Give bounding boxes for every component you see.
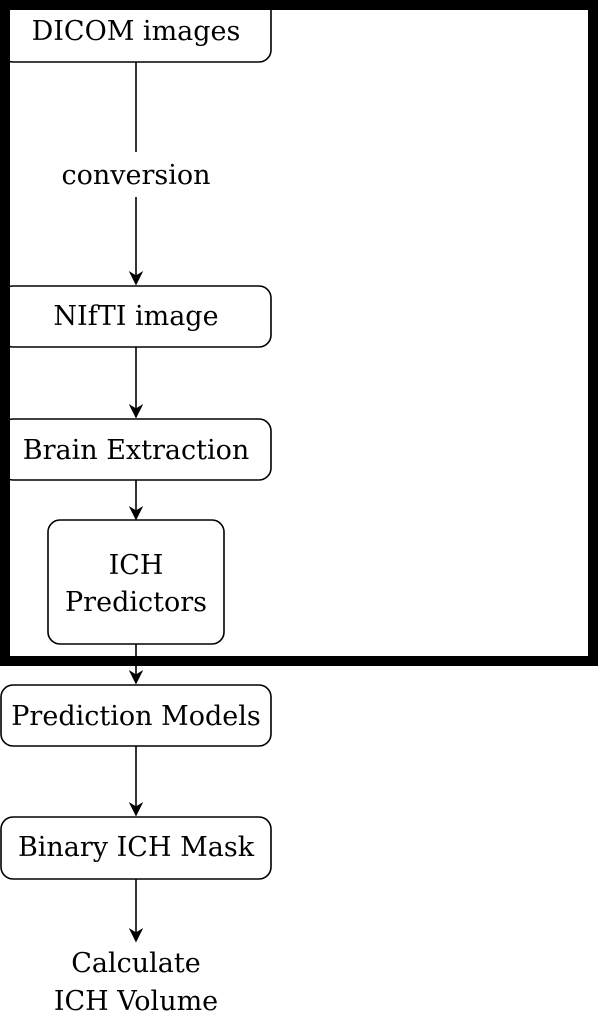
node-binary-ich-mask: Binary ICH Mask xyxy=(0,816,272,880)
node-nifti-image-label: NIfTI image xyxy=(53,301,218,332)
node-ich-predictors: ICH Predictors xyxy=(47,519,225,645)
node-calculate-ich-volume-label-line-2: ICH Volume xyxy=(54,986,218,1017)
node-calculate-ich-volume: Calculate ICH Volume xyxy=(54,948,218,1017)
node-nifti-image: NIfTI image xyxy=(0,285,272,348)
node-dicom-images: DICOM images xyxy=(0,0,272,63)
node-brain-extraction: Brain Extraction xyxy=(0,418,272,481)
node-prediction-models: Prediction Models xyxy=(0,684,272,747)
node-calculate-ich-volume-label-line-1: Calculate xyxy=(71,948,200,979)
node-brain-extraction-label: Brain Extraction xyxy=(23,435,250,466)
node-ich-predictors-label-line-1: ICH xyxy=(109,550,164,581)
node-dicom-images-label: DICOM images xyxy=(32,16,241,47)
conversion-label: conversion xyxy=(61,160,210,191)
frame-top-edge xyxy=(0,0,598,10)
node-prediction-models-label: Prediction Models xyxy=(11,701,260,732)
node-ich-predictors-label-line-2: Predictors xyxy=(65,587,207,618)
node-binary-ich-mask-label: Binary ICH Mask xyxy=(18,832,255,863)
frame-left-edge xyxy=(0,0,10,666)
